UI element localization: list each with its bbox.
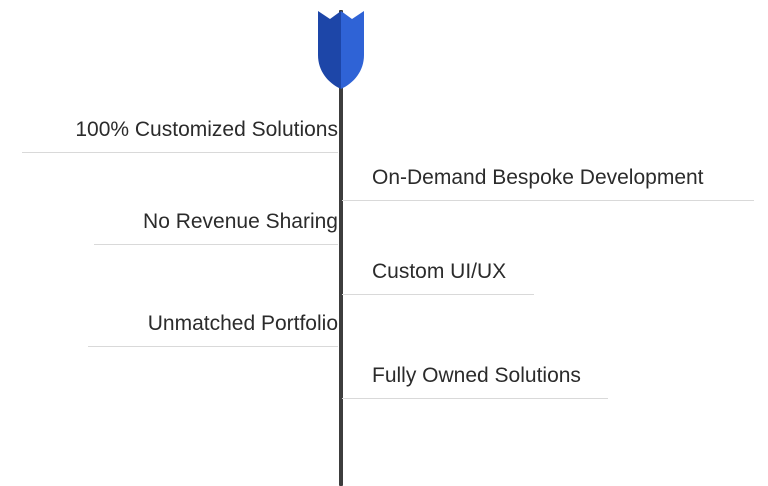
feature-left-item: Unmatched Portfolio xyxy=(88,310,338,347)
feature-left-item: No Revenue Sharing xyxy=(94,208,338,245)
feature-right-item: On-Demand Bespoke Development xyxy=(342,164,754,201)
timeline-spine xyxy=(339,10,343,486)
shield-right-half xyxy=(341,11,364,89)
feature-left-item: 100% Customized Solutions xyxy=(22,116,338,153)
shield-left-half xyxy=(318,11,341,89)
feature-right-item: Fully Owned Solutions xyxy=(342,362,608,399)
feature-right-item: Custom UI/UX xyxy=(342,258,534,295)
shield-icon xyxy=(318,11,364,89)
